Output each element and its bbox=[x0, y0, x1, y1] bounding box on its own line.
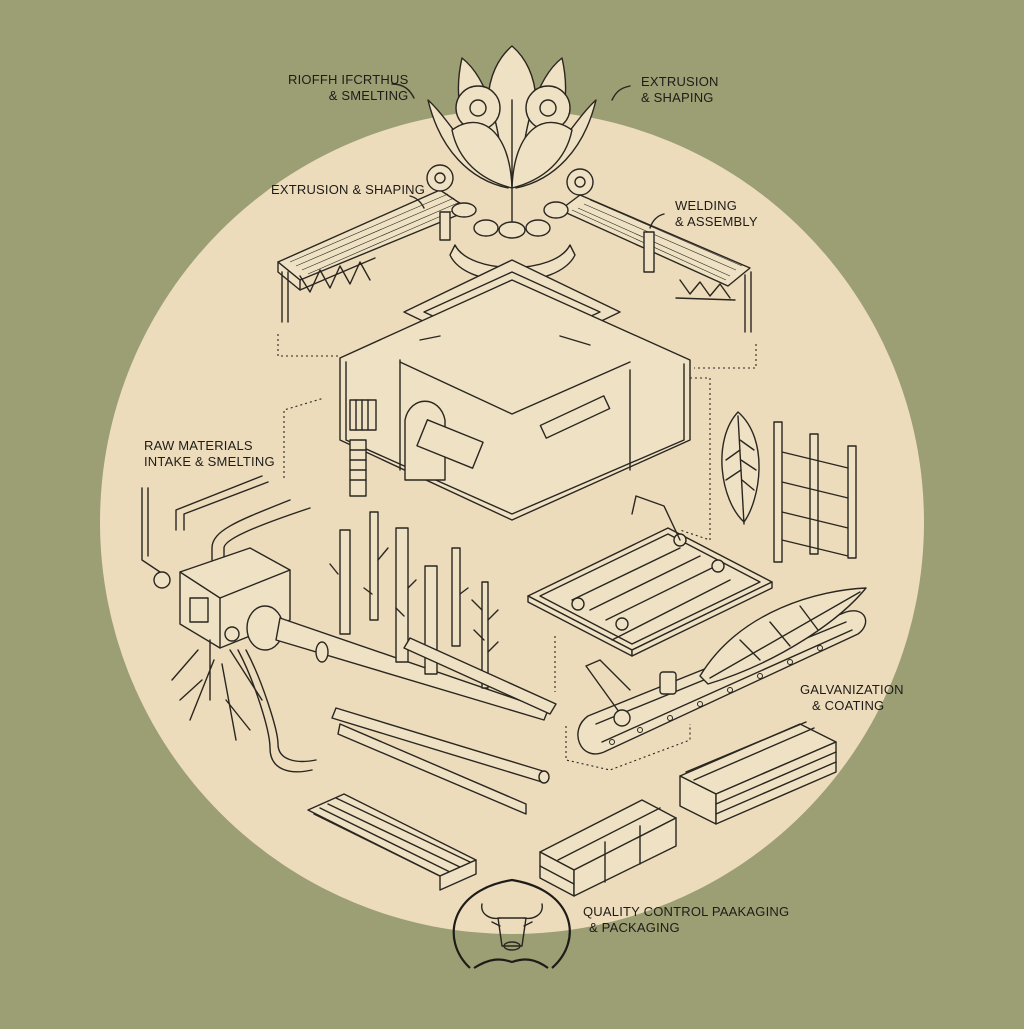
label-galvanization: GALVANIZATION & COATING bbox=[800, 682, 904, 713]
stone-arch-icon bbox=[449, 244, 576, 282]
stacked-lumber-icon bbox=[679, 721, 837, 825]
branching-poles-icon bbox=[329, 511, 557, 715]
coating-conveyor-icon bbox=[577, 587, 867, 755]
bundled-bars-icon bbox=[307, 793, 477, 891]
label-welding-assembly: WELDING & ASSEMBLY bbox=[675, 198, 758, 229]
leader-arrow bbox=[409, 195, 425, 209]
process-flow-arrows bbox=[277, 334, 757, 771]
roof-trusses-icon bbox=[277, 189, 752, 333]
factory-building-icon bbox=[339, 259, 691, 521]
label-top-left: RIOFFH IFCRTHUS & SMELTING bbox=[288, 72, 409, 103]
steel-rods-icon bbox=[331, 707, 550, 815]
leader-arrow bbox=[649, 213, 665, 229]
background-circle bbox=[100, 110, 924, 934]
packaged-beams-icon bbox=[539, 799, 677, 897]
label-quality-control: QUALITY CONTROL PAAKAGING & PACKAGING bbox=[583, 904, 790, 935]
label-raw-materials: RAW MATERIALS INTAKE & SMELTING bbox=[144, 438, 275, 469]
lotus-gear-crown-icon bbox=[426, 45, 597, 239]
welding-table-icon bbox=[527, 495, 773, 657]
label-extrusion-inner: EXTRUSION & SHAPING bbox=[271, 182, 426, 197]
leader-arrow bbox=[391, 83, 415, 99]
bull-head-badge-icon bbox=[452, 878, 571, 969]
leaf-with-frame-icon bbox=[721, 411, 857, 563]
smelting-machine-icon bbox=[141, 475, 549, 773]
leader-arrow bbox=[611, 85, 631, 101]
label-extrusion-top-right: EXTRUSION & SHAPING bbox=[641, 74, 719, 105]
